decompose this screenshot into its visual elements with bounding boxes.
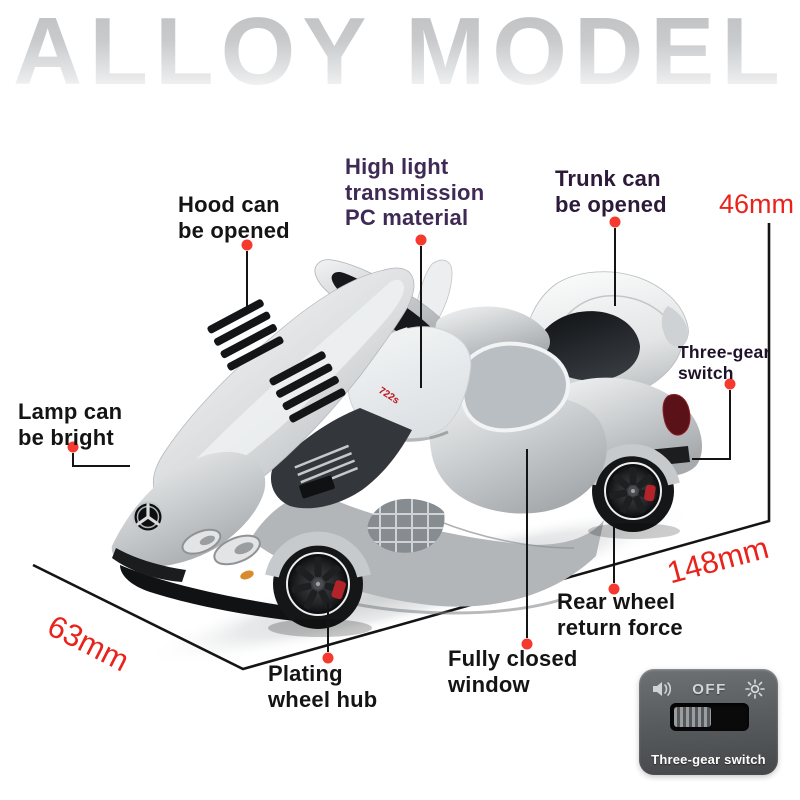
light-icon (745, 679, 765, 699)
front-splitter (120, 565, 330, 624)
rear-wheel-shadow (588, 523, 680, 539)
headlights (181, 528, 261, 566)
switch-off-label: OFF (692, 680, 727, 698)
callout-dot-three-gear (724, 378, 736, 390)
hood-vents-lower (269, 351, 346, 423)
callout-dot-lamp (67, 441, 79, 453)
mercedes-star-badge (132, 501, 164, 533)
callout-lines (72, 228, 731, 652)
speaker-icon (653, 682, 672, 696)
callout-dot-trunk (609, 216, 621, 228)
switch-photo-inset: OFF Three-gear switch (639, 669, 778, 775)
side-marker (240, 570, 254, 580)
hood-vents-upper (207, 299, 284, 371)
label-trunk: Trunk can be opened (555, 166, 667, 217)
label-rear-wheel: Rear wheel return force (557, 589, 683, 640)
callout-dot-window (521, 638, 533, 650)
switch-slider (674, 707, 711, 727)
label-pc-material: High light transmission PC material (345, 154, 485, 231)
trunk-spoiler-lip (661, 306, 688, 347)
callout-dot-hood (241, 239, 253, 251)
switch-caption: Three-gear switch (651, 752, 766, 767)
engine-block (299, 475, 335, 499)
label-plating-wheel-hub: Plating wheel hub (268, 661, 378, 712)
label-three-gear-switch: Three-gear switch (678, 342, 771, 383)
label-hood: Hood can be opened (178, 192, 290, 243)
callout-dot-hub (322, 652, 334, 664)
label-fully-closed-window: Fully closed window (448, 646, 578, 697)
front-wheel (273, 539, 363, 629)
callout-dot-rear-wheel (608, 583, 620, 595)
label-lamp: Lamp can be bright (18, 399, 123, 450)
rear-brake-caliper (644, 484, 656, 502)
switch-slot (670, 703, 749, 731)
callout-dot-pc (415, 234, 427, 246)
rear-window-glass (538, 311, 640, 381)
page-title: ALLOY MODEL (0, 4, 800, 100)
front-wheel-shadow (268, 619, 372, 637)
rear-wheel (592, 450, 674, 532)
measurement-height: 46mm (719, 189, 795, 219)
callout-line-three-gear (692, 390, 731, 460)
front-fender-arch (265, 531, 371, 578)
callout-line-lamp (72, 453, 130, 467)
side-vent-grille (367, 498, 445, 553)
car-body: 722s (111, 259, 702, 637)
tail-light (662, 393, 691, 436)
door-crease (435, 519, 575, 549)
trunk-panel-line (555, 295, 675, 335)
front-brake-caliper (331, 580, 346, 600)
closed-door-window (460, 341, 570, 433)
nose-cone (111, 451, 266, 568)
callout-dots (67, 216, 736, 664)
front-grille (112, 548, 186, 582)
